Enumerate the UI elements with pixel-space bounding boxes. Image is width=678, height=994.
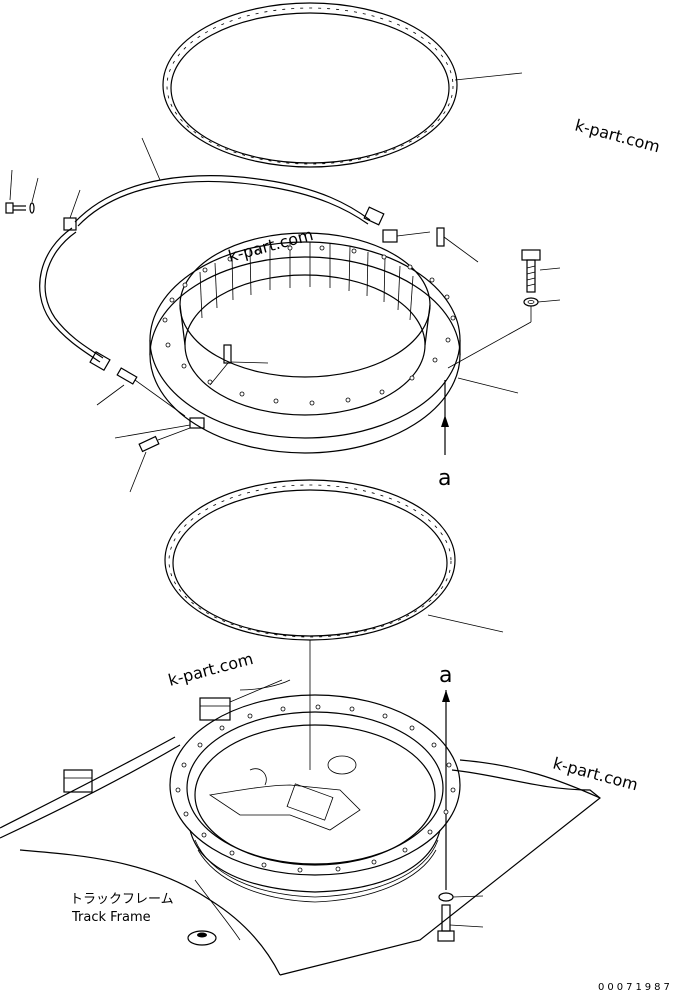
frame-block-left-icon — [63, 769, 93, 793]
fitting-block-icon — [114, 417, 205, 439]
dowel-pin-inner-icon — [209, 344, 269, 386]
upper-seal-leader — [454, 72, 523, 81]
dowel-pin-upper-icon — [436, 227, 479, 263]
grease-block-icon — [382, 229, 431, 243]
watermark-1: k-part.com — [573, 116, 662, 157]
watermark-3: k-part.com — [166, 649, 255, 690]
grease-fitting-lower-icon — [129, 427, 191, 493]
grease-fitting-upper-icon — [96, 367, 186, 417]
frame-washer-icon — [187, 930, 217, 946]
view-label-lower: a — [439, 663, 452, 688]
track-frame-label-en: Track Frame — [71, 910, 151, 925]
view-arrow-lower-icon — [442, 690, 450, 890]
swing-circle-bolt-holes — [162, 245, 456, 406]
part-number: 00071987 — [598, 982, 673, 993]
swing-circle-icon — [149, 232, 461, 454]
lower-seal-ring-icon — [164, 479, 456, 641]
lower-seal-leader — [427, 614, 504, 633]
swing-circle-bolt-icon — [521, 249, 561, 293]
track-frame-icon — [0, 679, 601, 976]
mount-washer-icon — [438, 892, 484, 902]
upper-seal-ring-icon — [162, 2, 458, 168]
swing-circle-washer-icon — [447, 297, 561, 369]
mount-ring-bolt-holes — [175, 704, 456, 873]
swing-circle-leader — [457, 377, 519, 394]
hose-leader — [141, 137, 161, 181]
hose-clamp-icon — [63, 189, 81, 231]
grease-hose-icon — [39, 175, 371, 363]
track-frame-label-jp: トラックフレーム — [70, 892, 174, 907]
view-arrow-upper-icon — [441, 380, 449, 455]
hose-end-fitting-icon — [89, 206, 385, 372]
frame-block-top-icon — [199, 679, 283, 721]
frame-mount-ring-icon — [169, 694, 461, 903]
view-label-upper: a — [438, 466, 451, 491]
clamp-washer-icon — [29, 177, 39, 214]
mount-bolt-icon — [437, 904, 484, 942]
clamp-bolt-icon — [5, 169, 26, 214]
